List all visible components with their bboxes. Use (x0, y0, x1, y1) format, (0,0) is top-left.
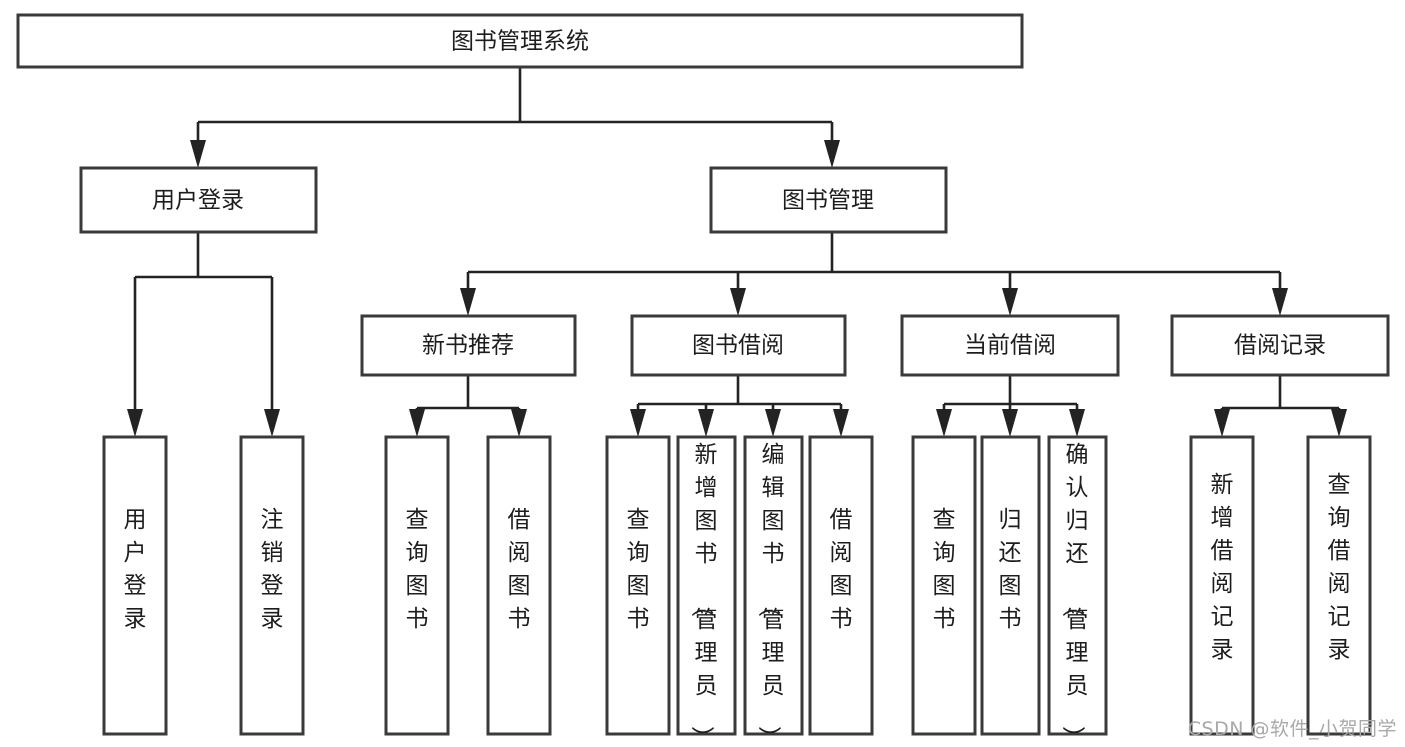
node-leaf-confirm-return[interactable]: 确认归还（管理员） (1047, 435, 1108, 747)
node-leaf-query-book-3[interactable]: 查询图书 (911, 435, 977, 736)
node-box-new-book-recommend (360, 314, 577, 377)
node-label-borrow-record: 借阅记录 (1234, 333, 1326, 359)
node-user-login[interactable]: 用户登录 (79, 166, 318, 234)
arrow-head-leaf-user-login (127, 409, 143, 437)
node-leaf-edit-book[interactable]: 编辑图书（管理员） (743, 435, 804, 747)
arrow-head-leaf-edit-book (765, 409, 781, 437)
node-box-leaf-add-book (676, 435, 737, 736)
node-label-leaf-query-record: 查询借阅记录 (1328, 472, 1351, 663)
node-box-leaf-borrow-book-1 (486, 435, 552, 736)
arrow-head-current-borrow (1002, 288, 1018, 316)
node-label-leaf-logout: 注销登录 (261, 507, 284, 632)
node-box-leaf-add-record (1189, 435, 1255, 736)
node-label-leaf-return-book: 归还图书 (999, 507, 1022, 632)
node-book-management[interactable]: 图书管理 (709, 166, 948, 234)
connector-group-new-book-rec (409, 375, 527, 437)
node-box-book-management (709, 166, 948, 234)
arrow-head-leaf-return-book (1002, 409, 1018, 437)
arrow-head-leaf-add-record (1214, 409, 1230, 437)
arrow-head-book-mgmt (824, 140, 840, 168)
node-leaf-borrow-book-2[interactable]: 借阅图书 (808, 435, 874, 736)
node-box-leaf-borrow-book-2 (808, 435, 874, 736)
connector-group-borrow-record (1214, 375, 1347, 437)
node-label-leaf-query-book-2: 查询图书 (627, 507, 650, 632)
node-label-leaf-edit-book: 编辑图书（管理员） (756, 442, 785, 747)
arrow-head-leaf-borrow-book-1 (511, 409, 527, 437)
node-new-book-recommend[interactable]: 新书推荐 (360, 314, 577, 377)
node-box-root (16, 13, 1024, 69)
node-label-new-book-recommend: 新书推荐 (422, 333, 514, 359)
arrow-head-new-book-rec (460, 288, 476, 316)
node-label-leaf-query-book-3: 查询图书 (933, 507, 956, 632)
arrow-head-book-borrow (730, 288, 746, 316)
node-label-leaf-user-login: 用户登录 (124, 507, 147, 632)
arrow-head-user-login (190, 140, 206, 168)
csdn-watermark: CSDN @软件_小贺同学 (1187, 718, 1397, 740)
connector-group-user-login (127, 232, 280, 437)
node-box-current-borrow (900, 314, 1120, 377)
node-box-leaf-logout (239, 435, 305, 736)
connector-group-root (190, 67, 840, 168)
node-label-leaf-confirm-return: 确认归还（管理员） (1060, 442, 1089, 747)
node-borrow-record[interactable]: 借阅记录 (1170, 314, 1390, 377)
node-leaf-add-book[interactable]: 新增图书（管理员） (676, 435, 737, 747)
node-box-leaf-query-book-3 (911, 435, 977, 736)
arrow-head-leaf-query-book-3 (936, 409, 952, 437)
node-box-leaf-edit-book (743, 435, 804, 736)
node-leaf-user-login[interactable]: 用户登录 (102, 435, 168, 736)
node-root-system[interactable]: 图书管理系统 (16, 13, 1024, 69)
node-label-leaf-add-book: 新增图书（管理员） (689, 442, 718, 747)
connector-group-book-borrow (630, 375, 849, 437)
node-leaf-query-book-2[interactable]: 查询图书 (605, 435, 671, 736)
node-label-leaf-query-book-1: 查询图书 (406, 507, 429, 632)
connector-group-book-mgmt (460, 232, 1288, 316)
node-box-book-borrow (630, 314, 847, 377)
arrow-head-leaf-borrow-book-2 (833, 409, 849, 437)
node-leaf-borrow-book-1[interactable]: 借阅图书 (486, 435, 552, 736)
node-label-leaf-add-record: 新增借阅记录 (1211, 472, 1234, 663)
node-box-leaf-return-book (980, 435, 1041, 736)
arrow-head-leaf-query-record (1331, 409, 1347, 437)
node-leaf-logout[interactable]: 注销登录 (239, 435, 305, 736)
arrow-head-leaf-logout (264, 409, 280, 437)
node-label-current-borrow: 当前借阅 (964, 333, 1056, 359)
node-label-book-borrow: 图书借阅 (692, 333, 784, 359)
node-box-leaf-query-record (1306, 435, 1372, 736)
node-leaf-return-book[interactable]: 归还图书 (980, 435, 1041, 736)
node-leaf-query-record[interactable]: 查询借阅记录 (1306, 435, 1372, 736)
node-current-borrow[interactable]: 当前借阅 (900, 314, 1120, 377)
node-box-leaf-query-book-1 (384, 435, 450, 736)
node-label-root: 图书管理系统 (451, 29, 589, 55)
node-box-user-login (79, 166, 318, 234)
node-leaf-add-record[interactable]: 新增借阅记录 (1189, 435, 1255, 736)
node-label-user-login: 用户登录 (152, 188, 244, 214)
node-leaf-query-book-1[interactable]: 查询图书 (384, 435, 450, 736)
arrow-head-leaf-query-book-1 (409, 409, 425, 437)
node-box-leaf-query-book-2 (605, 435, 671, 736)
node-box-leaf-user-login (102, 435, 168, 736)
arrow-head-leaf-add-book (698, 409, 714, 437)
node-box-borrow-record (1170, 314, 1390, 377)
node-label-leaf-borrow-book-2: 借阅图书 (830, 507, 853, 632)
arrow-head-leaf-confirm-return (1069, 409, 1085, 437)
node-label-book-management: 图书管理 (782, 188, 874, 214)
node-book-borrow[interactable]: 图书借阅 (630, 314, 847, 377)
node-label-leaf-borrow-book-1: 借阅图书 (508, 507, 531, 632)
node-box-leaf-confirm-return (1047, 435, 1108, 736)
connector-group-current-borrow (936, 375, 1085, 437)
arrow-head-borrow-record (1272, 288, 1288, 316)
arrow-head-leaf-query-book-2 (630, 409, 646, 437)
